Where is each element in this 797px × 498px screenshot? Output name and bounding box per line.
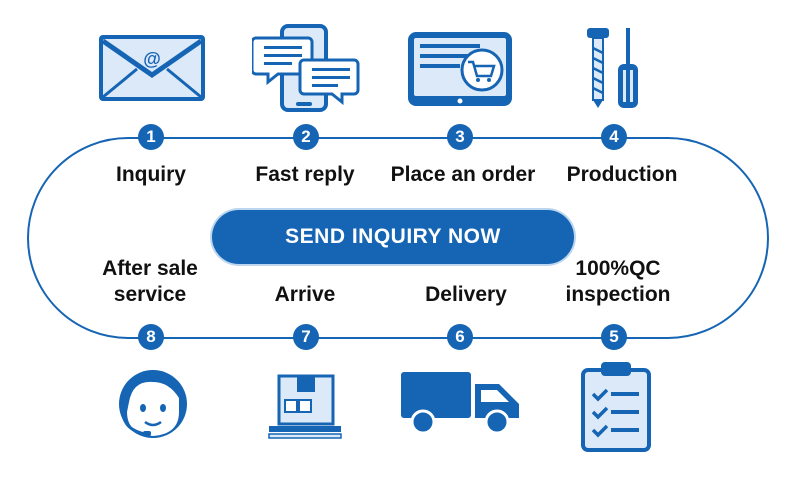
- headset-agent-icon: [119, 370, 187, 438]
- step-6-label: Delivery: [425, 283, 507, 306]
- envelope-email-icon: @: [99, 35, 205, 101]
- step-2-number: 2: [293, 124, 319, 150]
- step-3-number: 3: [447, 124, 473, 150]
- clipboard-checklist-icon: [581, 362, 651, 452]
- screw-screwdriver-icon: [587, 28, 638, 108]
- step-8-label: After sale service: [80, 256, 220, 308]
- step-1-label: Inquiry: [115, 163, 186, 186]
- step-4-number: 4: [601, 124, 627, 150]
- step-8-label-line1: After sale: [102, 257, 198, 280]
- step-7-label: Arrive: [274, 283, 336, 306]
- package-box-icon: [268, 374, 342, 439]
- delivery-truck-icon: [401, 372, 519, 435]
- send-inquiry-button[interactable]: SEND INQUIRY NOW: [212, 210, 574, 264]
- step-2-label: Fast reply: [255, 163, 355, 186]
- step-3-label: Place an order: [390, 163, 536, 186]
- step-7-number: 7: [293, 324, 319, 350]
- step-5-label: 100%QC inspection: [548, 256, 688, 308]
- step-6-number: 6: [447, 324, 473, 350]
- svg-text:@: @: [143, 49, 161, 69]
- step-5-label-line1: 100%QC: [575, 257, 661, 280]
- phone-chat-icon: [252, 24, 360, 112]
- step-5-label-line2: inspection: [565, 283, 671, 306]
- tablet-cart-icon: [408, 32, 512, 106]
- step-8-number: 8: [138, 324, 164, 350]
- step-4-label: Production: [566, 163, 678, 186]
- step-8-label-line2: service: [113, 283, 187, 306]
- step-1-number: 1: [138, 124, 164, 150]
- step-5-number: 5: [601, 324, 627, 350]
